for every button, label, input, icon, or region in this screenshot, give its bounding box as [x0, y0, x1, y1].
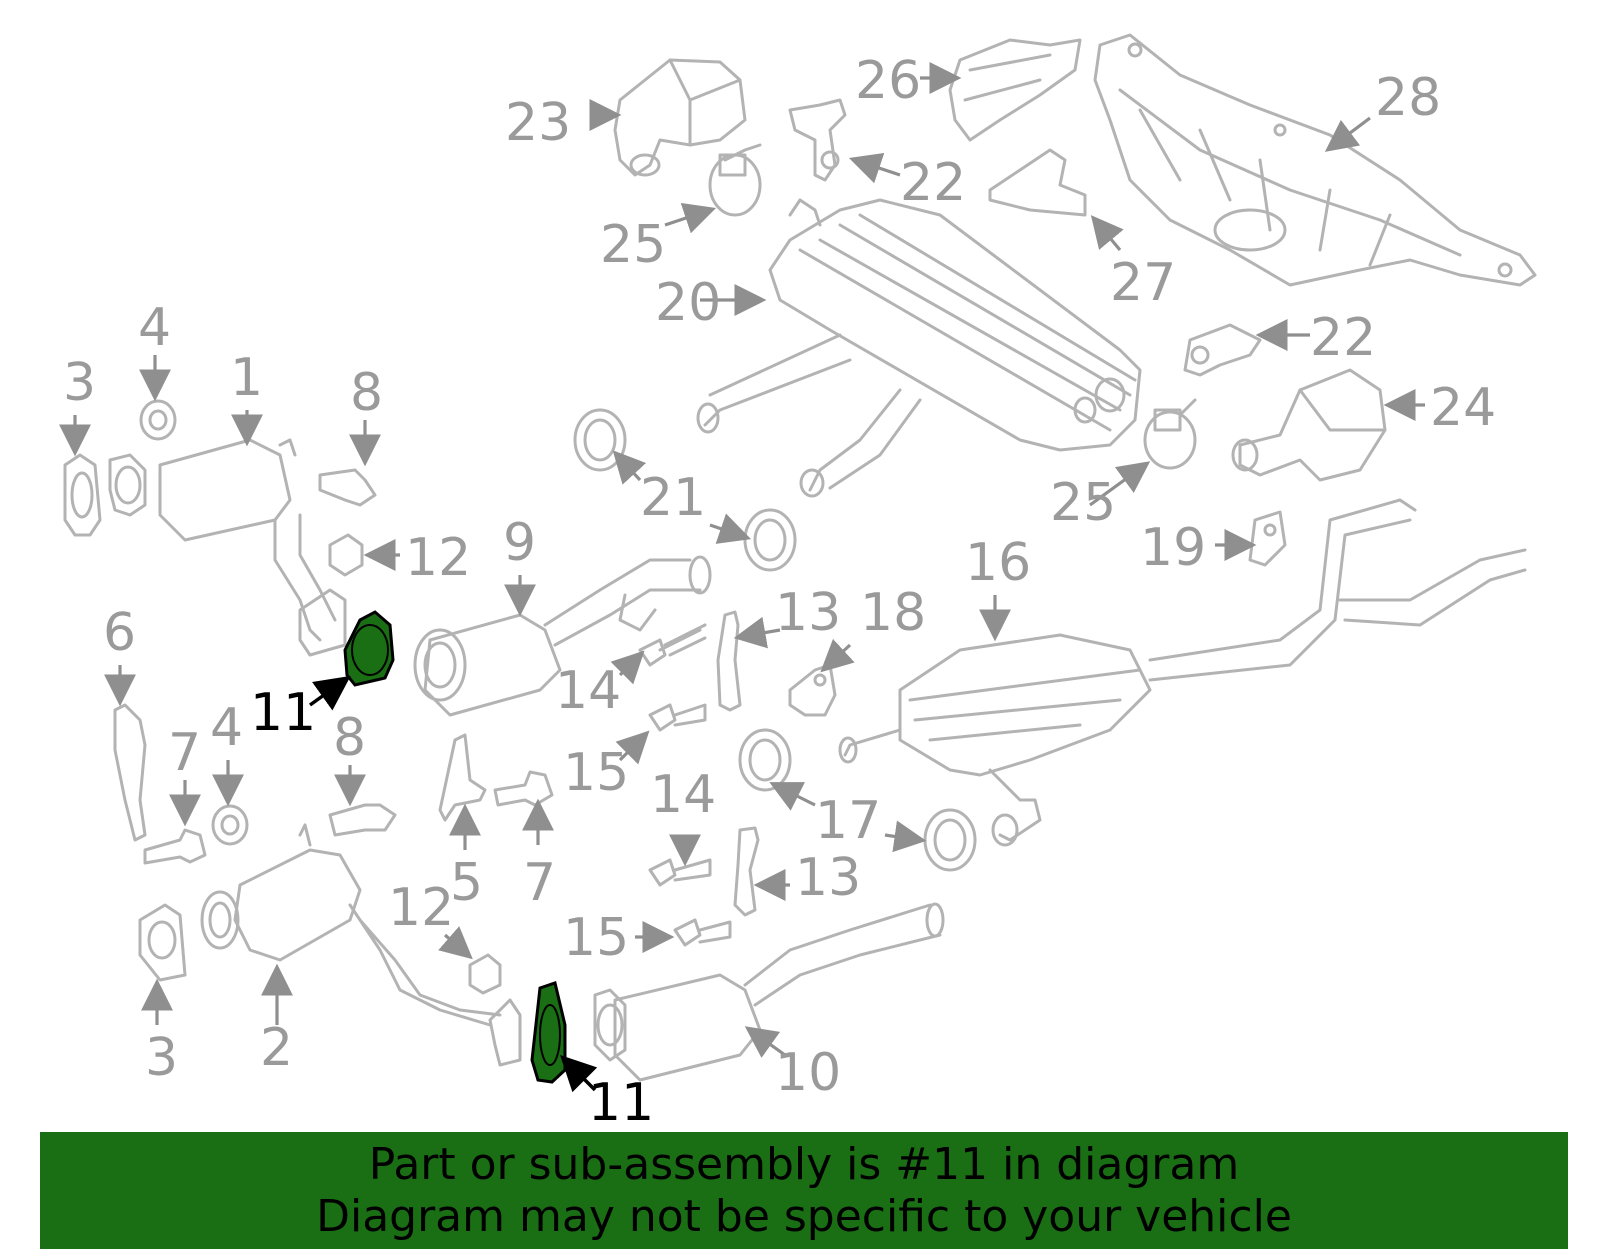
label-23: 23: [505, 93, 571, 153]
label-5: 5: [450, 853, 483, 913]
part-3-gasket: [63, 453, 102, 537]
label-25: 25: [600, 215, 666, 275]
label-11-highlighted: 11: [250, 683, 316, 743]
info-banner: Part or sub-assembly is #11 in diagram D…: [40, 1132, 1568, 1249]
part-7-bolt: [493, 770, 554, 807]
label-13: 13: [795, 848, 861, 908]
label-27: 27: [1110, 253, 1176, 313]
label-12: 12: [405, 528, 471, 588]
label-6: 6: [103, 603, 136, 663]
part-5-bracket: [438, 733, 487, 822]
label-20: 20: [655, 273, 721, 333]
part-4-nut: [211, 804, 249, 846]
label-7: 7: [523, 853, 556, 913]
part-7-bolt: [143, 828, 207, 865]
label-22: 22: [900, 153, 966, 213]
part-15-bolt: [673, 918, 732, 947]
part-3-gasket: [138, 903, 187, 982]
label-21: 21: [640, 468, 706, 528]
label-25: 25: [1050, 473, 1116, 533]
banner-line-1: Part or sub-assembly is #11 in diagram: [368, 1138, 1240, 1190]
label-15: 15: [563, 743, 629, 803]
part-23-tailpipe-tip: [613, 58, 747, 177]
label-14: 14: [650, 765, 716, 825]
label-1: 1: [230, 348, 263, 408]
part-14-bolt: [648, 858, 712, 887]
part-13-strap: [733, 826, 760, 917]
part-27-bracket: [988, 148, 1087, 217]
part-17-clamp: [738, 728, 792, 792]
part-15-bolt: [648, 703, 707, 732]
part-13-strap: [716, 610, 742, 712]
part-22-hanger: [1183, 323, 1262, 377]
label-24: 24: [1430, 378, 1496, 438]
label-28: 28: [1375, 68, 1441, 128]
part-21-clamp: [743, 508, 797, 572]
part-24-tailpipe-tip: [1231, 368, 1387, 482]
part-4-nut: [139, 399, 177, 441]
part-19-hanger: [1248, 510, 1287, 567]
label-4: 4: [138, 298, 171, 358]
part-26-shield: [948, 38, 1082, 142]
part-9-catalytic-converter: [413, 555, 712, 717]
label-9: 9: [503, 513, 536, 573]
part-8-bolt: [328, 803, 397, 837]
label-19: 19: [1140, 518, 1206, 578]
part-11-gasket-highlighted: [343, 610, 395, 687]
label-11-highlighted: 11: [588, 1073, 654, 1133]
part-17-clamp: [923, 808, 977, 872]
part-16-center-muffler: [838, 498, 1527, 847]
part-11-gasket-highlighted: [530, 981, 567, 1084]
label-18: 18: [860, 583, 926, 643]
label-22: 22: [1310, 308, 1376, 368]
part-25-clamp: [1143, 398, 1197, 470]
part-10-catalytic-converter: [593, 902, 945, 1082]
banner-line-2: Diagram may not be specific to your vehi…: [316, 1190, 1292, 1242]
label-17: 17: [815, 791, 881, 851]
label-2: 2: [260, 1018, 293, 1078]
label-7: 7: [168, 723, 201, 783]
part-21-clamp: [573, 408, 627, 472]
label-14: 14: [555, 661, 621, 721]
label-4: 4: [210, 698, 243, 758]
part-2-catalytic-converter: [200, 823, 522, 1067]
part-22-hanger: [788, 98, 847, 182]
part-12-nut: [328, 533, 364, 577]
part-18-bracket: [788, 663, 837, 717]
part-12-nut: [468, 953, 502, 995]
label-3: 3: [145, 1028, 178, 1088]
label-8: 8: [350, 363, 383, 423]
part-6-bracket: [113, 703, 147, 842]
part-28-heat-shield: [1093, 33, 1537, 287]
label-26: 26: [855, 51, 921, 111]
part-8-bolt: [318, 468, 377, 507]
callout-labels: 1 4 3 8 12 9 6 7 4 8 5 7 3 2 12 10 13 13…: [63, 51, 1496, 1133]
label-15: 15: [563, 908, 629, 968]
label-13: 13: [775, 583, 841, 643]
label-16: 16: [965, 533, 1031, 593]
label-10: 10: [775, 1043, 841, 1103]
part-14-bolt: [638, 623, 707, 667]
label-12: 12: [388, 878, 454, 938]
part-1-catalytic-converter: [108, 438, 347, 657]
label-3: 3: [63, 353, 96, 413]
leader-arrows: [59, 62, 1425, 1093]
label-8: 8: [333, 708, 366, 768]
part-25-clamp: [708, 143, 762, 217]
part-20-rear-muffler: [696, 198, 1142, 498]
